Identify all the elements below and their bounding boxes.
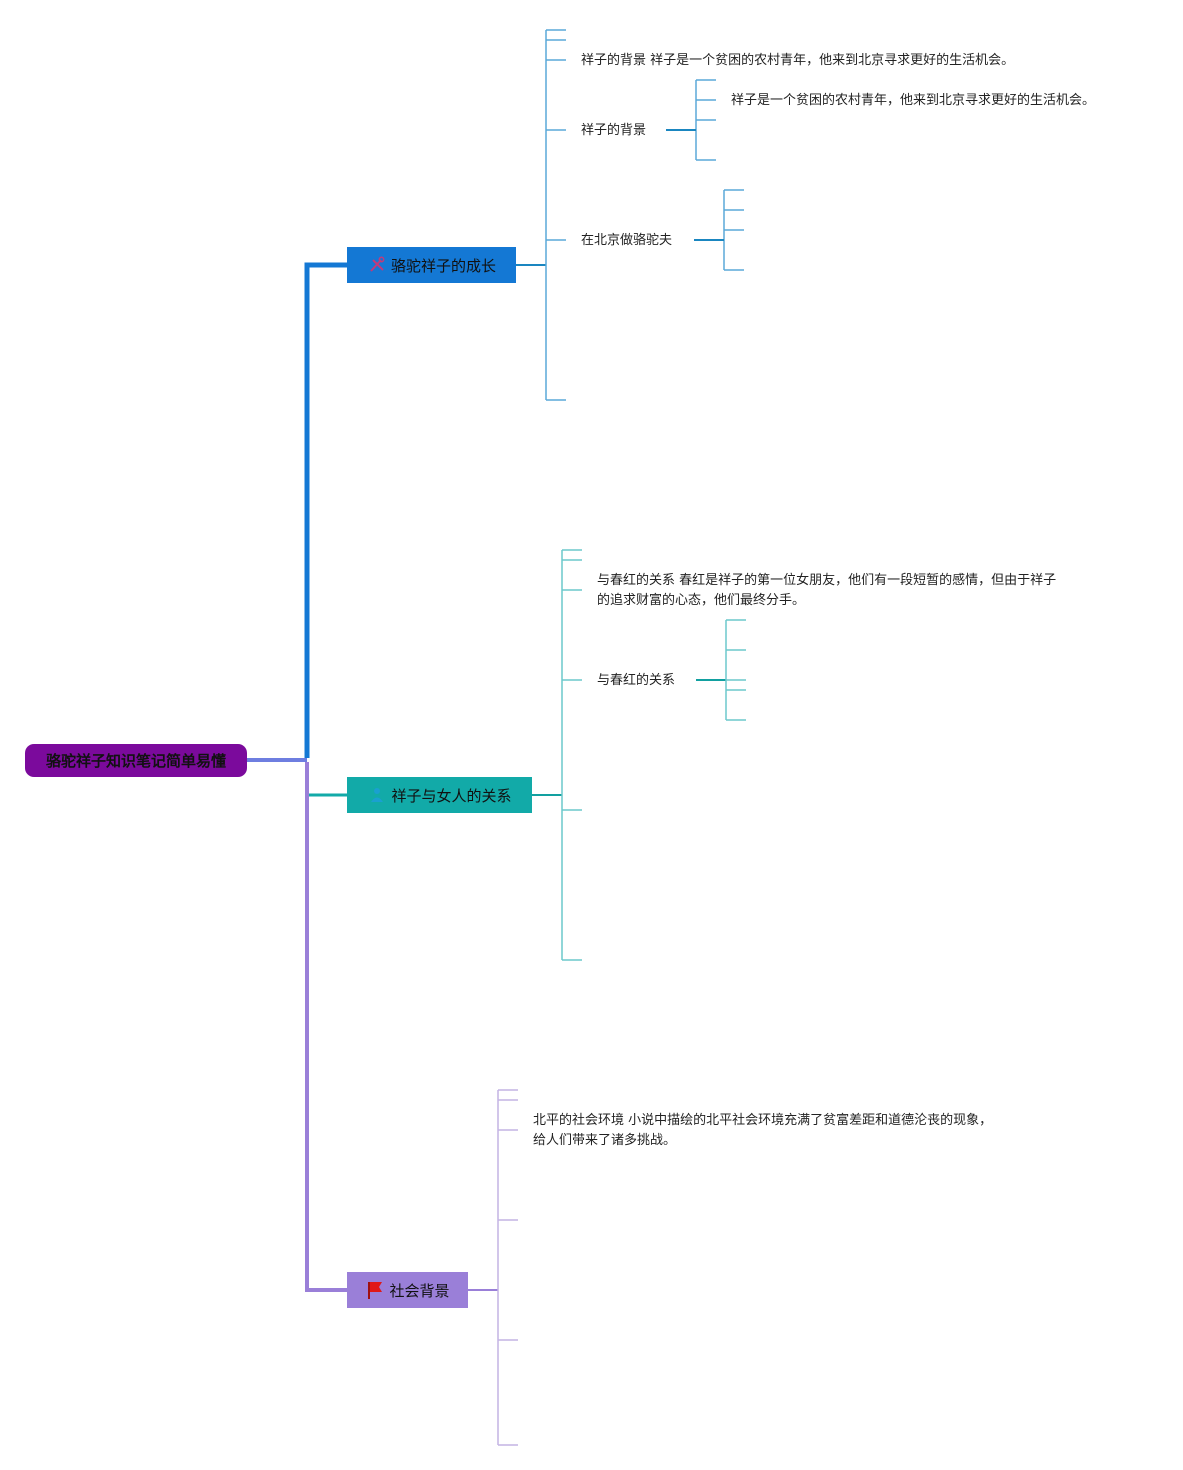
branch-relations-label: 祥子与女人的关系 xyxy=(391,786,512,805)
branch-relations[interactable]: 祥子与女人的关系 xyxy=(347,777,532,813)
person-icon xyxy=(367,785,387,805)
growth-camel-puller-topic[interactable]: 在北京做骆驼夫 xyxy=(581,233,673,248)
growth-background-detail[interactable]: 祥子是一个贫困的农村青年，他来到北京寻求更好的生活机会。 xyxy=(731,93,1096,108)
tools-icon xyxy=(367,255,387,275)
root-topic-label: 骆驼祥子知识笔记简单易懂 xyxy=(45,752,226,770)
chunhong-relation-note[interactable]: 与春红的关系 春红是祥子的第一位女朋友，他们有一段短暂的感情，但由于祥子 的追求… xyxy=(597,573,1057,608)
branch-growth-label: 骆驼祥子的成长 xyxy=(390,256,496,275)
branch-social-background-label: 社会背景 xyxy=(389,1281,450,1300)
beiping-environment-note[interactable]: 北平的社会环境 小说中描绘的北平社会环境充满了贫富差距和道德沦丧的现象， 给人们… xyxy=(533,1113,993,1148)
chunhong-relation-topic[interactable]: 与春红的关系 xyxy=(597,673,676,688)
root-topic[interactable]: 骆驼祥子知识笔记简单易懂 xyxy=(25,744,247,777)
red-flag-icon xyxy=(365,1280,385,1300)
branch-social-background[interactable]: 社会背景 xyxy=(347,1272,468,1308)
growth-background-note[interactable]: 祥子的背景 祥子是一个贫困的农村青年，他来到北京寻求更好的生活机会。 xyxy=(581,53,1015,68)
branch-growth[interactable]: 骆驼祥子的成长 xyxy=(347,247,516,283)
growth-background-topic[interactable]: 祥子的背景 xyxy=(581,123,647,138)
